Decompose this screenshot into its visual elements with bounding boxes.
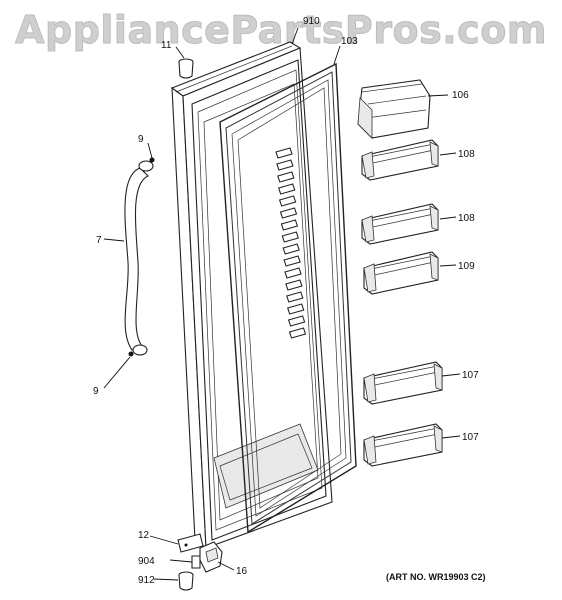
hinge-bracket-12	[177, 533, 204, 553]
shelf-rails	[275, 147, 307, 339]
shelf-rail-clip	[275, 147, 293, 159]
callout-106: 106	[452, 90, 469, 101]
shelf-rail-clip	[286, 303, 305, 315]
leader-lines	[103, 27, 461, 581]
callout-103: 103	[341, 36, 358, 47]
bin-109	[363, 251, 439, 295]
callout-108-b: 108	[458, 213, 475, 224]
shelf-rail-clip	[284, 267, 302, 279]
bin-107-b	[363, 423, 443, 467]
callout-16: 16	[236, 566, 248, 577]
callout-11: 11	[161, 40, 172, 51]
shelf-rail-clip	[278, 195, 297, 207]
hinge-bushing	[178, 58, 194, 79]
callout-107-b: 107	[462, 432, 479, 443]
door-liner	[191, 59, 327, 541]
shelf-rail-clip	[277, 183, 296, 195]
door-handle	[124, 157, 155, 357]
shelf-rail-clip	[285, 279, 303, 291]
shelf-rail-clip	[277, 171, 295, 183]
art-number: (ART NO. WR19903 C2)	[386, 572, 486, 582]
watermark-logo: AppliancePartsPros.com	[15, 8, 547, 53]
shelf-rail-clip	[283, 255, 301, 267]
bin-107-a	[363, 361, 443, 405]
callout-108-a: 108	[458, 149, 475, 160]
shelf-rail-clip	[280, 219, 299, 231]
bin-106	[357, 79, 431, 139]
shelf-rail-clip	[287, 315, 306, 327]
callout-107-a: 107	[462, 370, 479, 381]
screw-904	[169, 555, 201, 569]
shelf-rail-clip	[279, 207, 298, 219]
shelf-rail-clip	[282, 243, 300, 255]
callout-912: 912	[138, 575, 155, 586]
bin-108-a	[361, 139, 439, 181]
bin-108-b	[361, 203, 439, 245]
callout-labels: 910 103 11 106 9 108 7 108 109 9 107 107…	[93, 16, 479, 586]
pivot-912	[178, 571, 194, 591]
bracket-16	[199, 541, 223, 573]
callout-109: 109	[458, 261, 475, 272]
callout-9-bottom: 9	[93, 386, 99, 397]
callout-904: 904	[138, 556, 155, 567]
shelf-rail-clip	[276, 159, 294, 171]
callout-7: 7	[96, 235, 102, 246]
shelf-rail-clip	[288, 327, 307, 339]
door-gasket	[219, 62, 357, 534]
shelf-rail-clip	[281, 231, 300, 243]
callout-910: 910	[303, 16, 320, 27]
shelf-rail-clip	[286, 291, 304, 303]
callout-12: 12	[138, 530, 150, 541]
callout-9-top: 9	[138, 134, 144, 145]
